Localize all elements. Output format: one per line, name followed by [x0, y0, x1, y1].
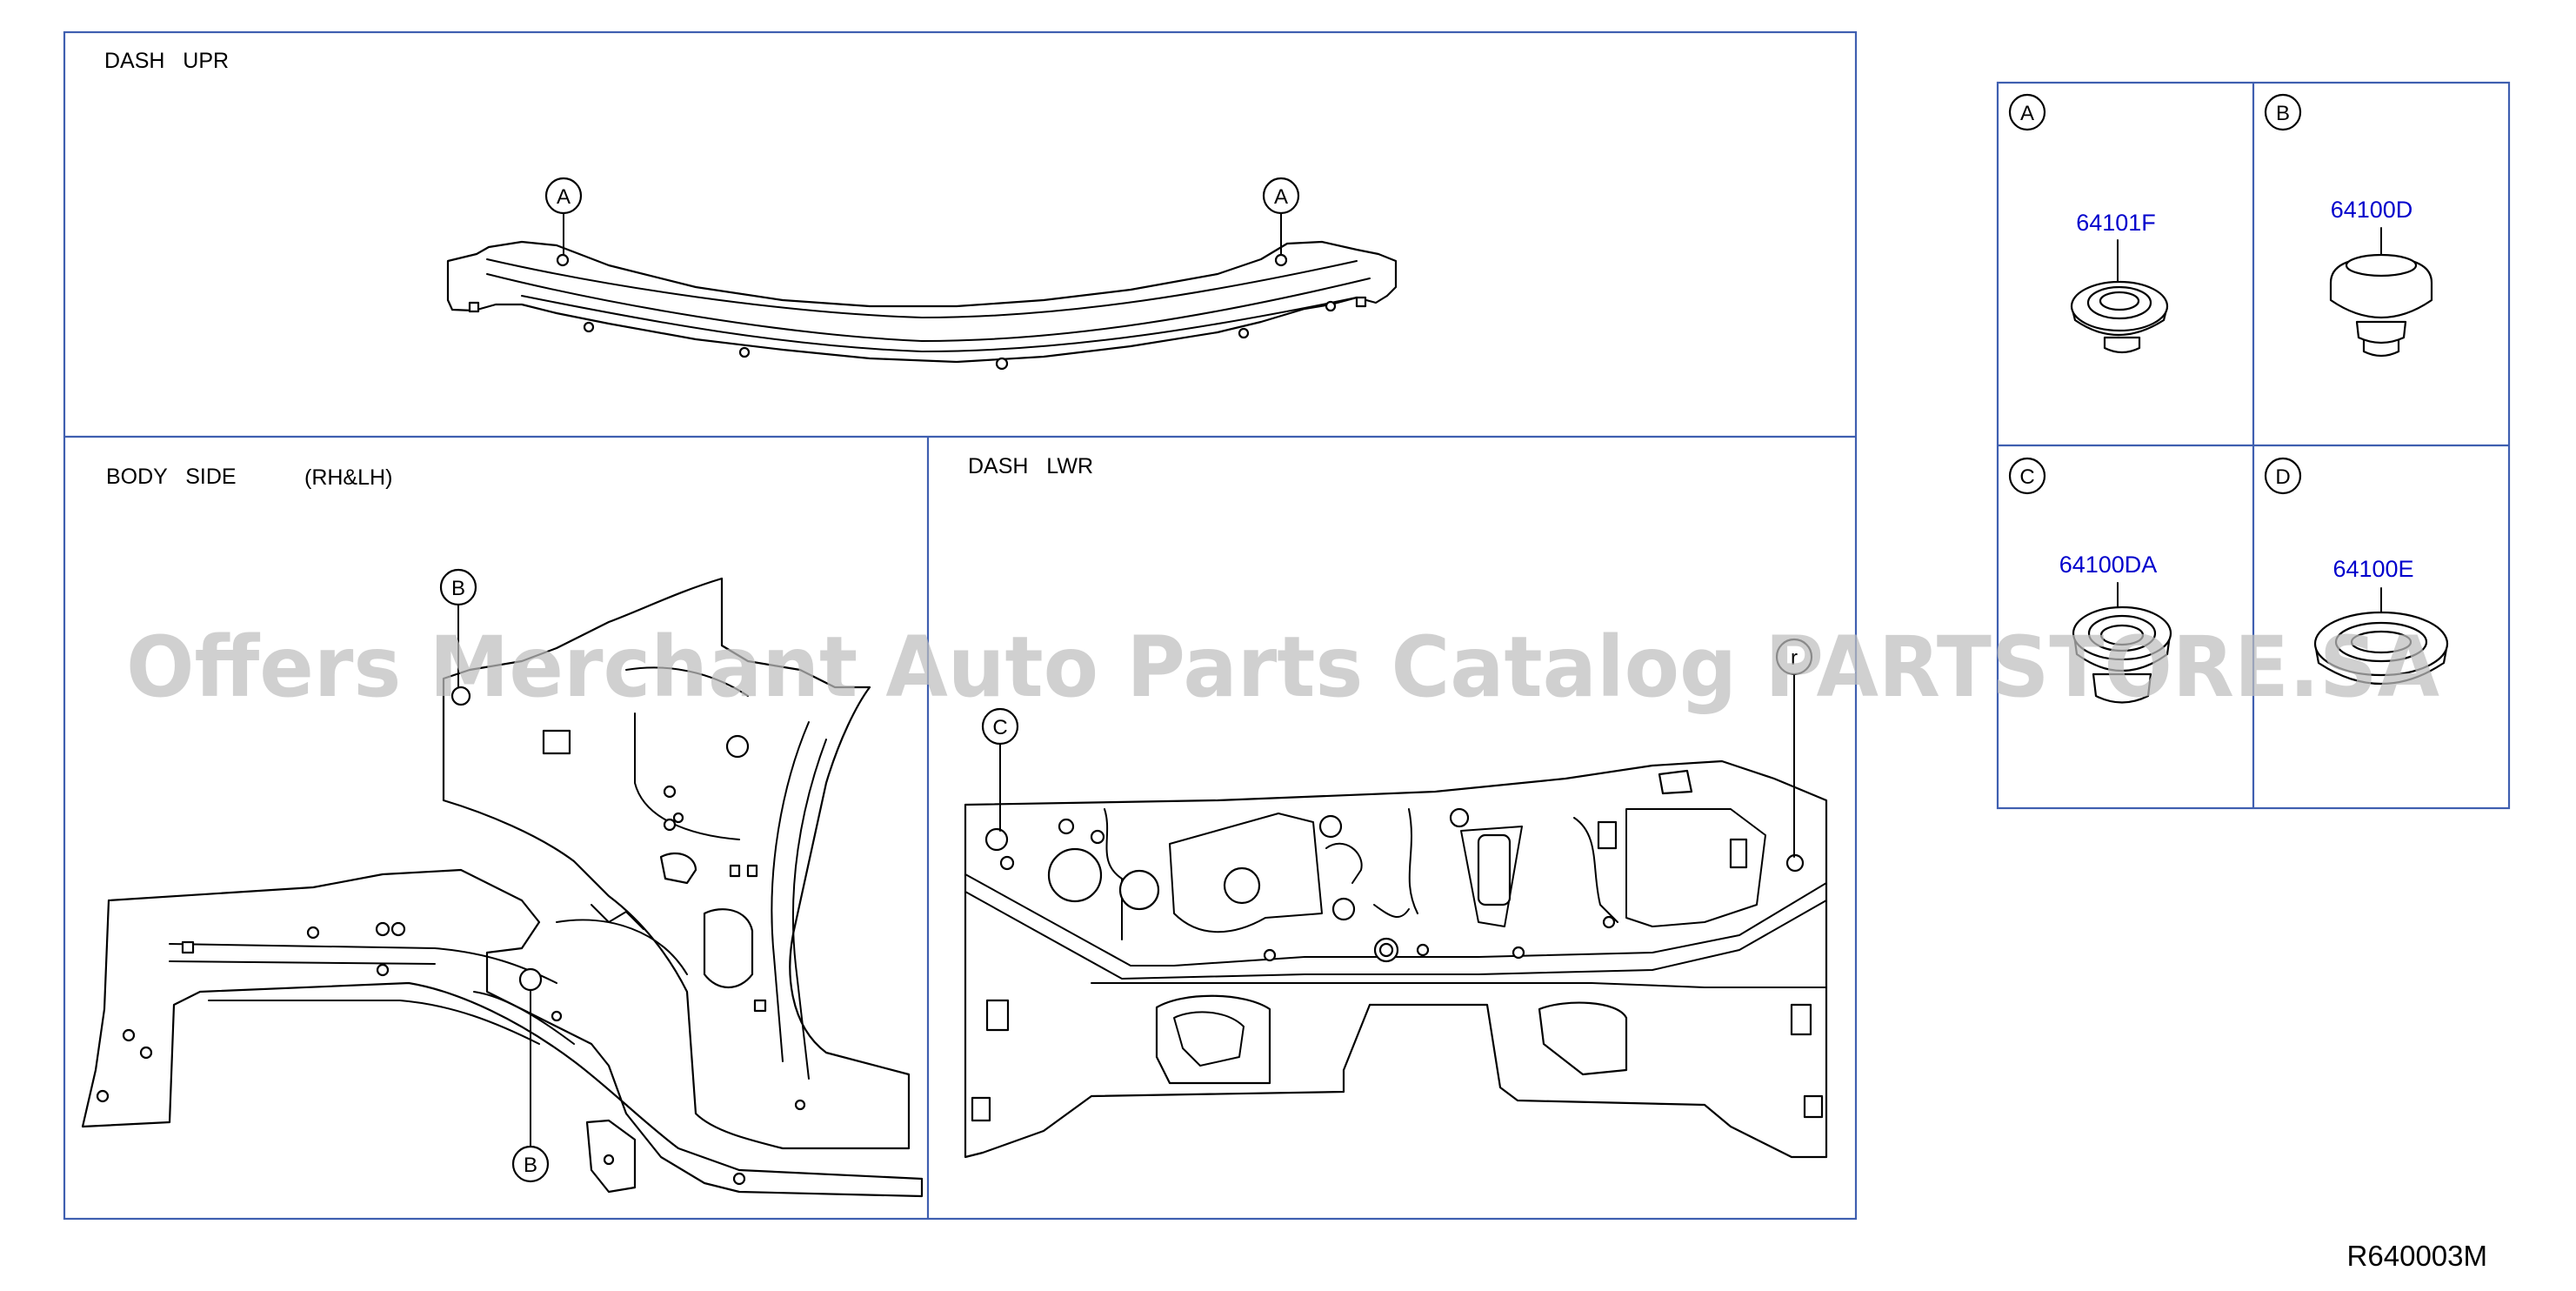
main-frame — [63, 30, 1858, 1221]
part-number-b: 64100D — [2331, 197, 2413, 223]
body-side-title: BODY SIDE — [106, 465, 237, 489]
diagram-code: R640003M — [2347, 1240, 2487, 1272]
svg-text:A: A — [2020, 102, 2034, 125]
body-side-panel: BODY SIDE (RH&LH) — [81, 465, 924, 1198]
svg-text:A: A — [1274, 185, 1288, 209]
grommet-b-icon — [2329, 253, 2433, 358]
dash-lwr-panel: DASH LWR — [964, 454, 1828, 1159]
legend-cell-a: A 64101F — [2008, 93, 2169, 354]
body-side-part — [81, 577, 924, 1198]
dash-lwr-title: DASH LWR — [968, 454, 1093, 478]
grommet-c-icon — [2072, 605, 2172, 704]
callout-b-bottom: B — [511, 989, 550, 1183]
dash-upr-panel: DASH UPR A A — [104, 49, 1398, 371]
svg-text:r: r — [1791, 646, 1798, 670]
callout-c-left: C — [981, 707, 1019, 832]
part-number-a: 64101F — [2076, 210, 2156, 236]
dash-upr-part — [446, 240, 1398, 371]
legend-cell-c: C 64100DA — [2008, 457, 2172, 704]
legend-cell-d: D 64100E — [2264, 457, 2449, 685]
dash-upr-title: DASH UPR — [104, 49, 229, 73]
svg-text:D: D — [2275, 465, 2290, 489]
svg-text:A: A — [557, 185, 571, 209]
svg-text:B: B — [2276, 102, 2290, 125]
callout-b-top: B — [439, 568, 477, 688]
part-number-d: 64100E — [2332, 556, 2413, 582]
grommet-d-icon — [2313, 611, 2449, 685]
svg-text:B: B — [451, 577, 465, 600]
dash-lwr-part — [964, 759, 1828, 1159]
svg-text:C: C — [992, 716, 1007, 739]
svg-text:C: C — [2019, 465, 2034, 489]
callout-a-right: A — [1262, 177, 1300, 255]
grommet-a-icon — [2070, 280, 2169, 354]
callout-c-right: r — [1775, 638, 1813, 858]
part-number-c: 64100DA — [2059, 552, 2158, 578]
callout-a-left: A — [544, 177, 583, 255]
svg-text:B: B — [524, 1154, 537, 1177]
legend-table: A 64101F B 64100D — [1996, 81, 2511, 810]
watermark-text: Offers Merchant Auto Parts Catalog PARTS… — [126, 619, 2439, 716]
legend-cell-b: B 64100D — [2264, 93, 2433, 358]
body-side-suffix: (RH&LH) — [304, 465, 392, 490]
